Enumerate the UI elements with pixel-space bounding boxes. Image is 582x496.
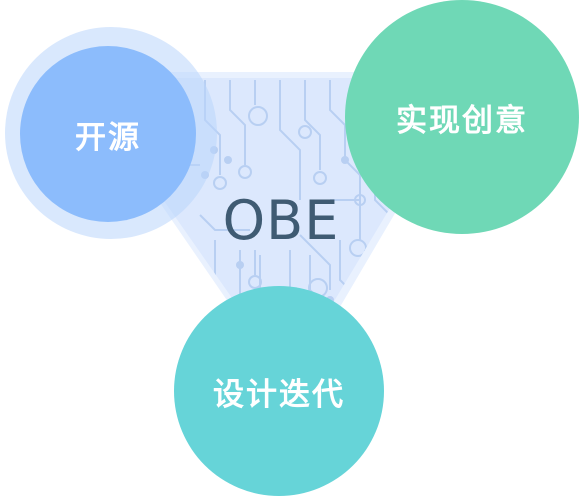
circle-kaiyuan: 开源 (20, 46, 196, 222)
circle-kaiyuan-label: 开源 (75, 119, 141, 156)
circle-sheji-diedai-label: 设计迭代 (213, 376, 345, 413)
circle-shixian-chuangyi: 实现创意 (345, 0, 579, 234)
obe-title: OBE (222, 189, 340, 252)
circle-sheji-diedai: 设计迭代 (174, 286, 384, 496)
circle-shixian-chuangyi-label: 实现创意 (396, 102, 528, 139)
